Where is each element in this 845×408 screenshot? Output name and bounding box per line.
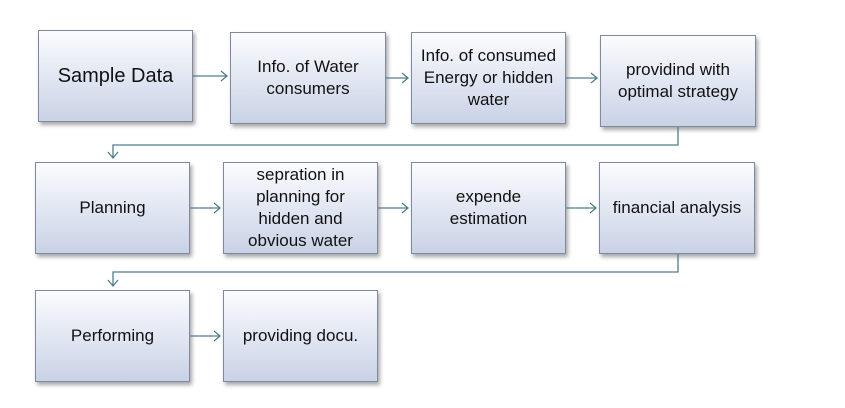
node-optimal-strategy: providind with optimal strategy [600,35,756,127]
arrow-separation-to-expense [378,202,410,214]
node-water-consumers: Info. of Water consumers [230,32,386,124]
node-performing: Performing [35,290,190,382]
node-label: Info. of consumed Energy or hidden water [420,46,557,109]
arrow-financial-to-performing [107,254,679,288]
node-providing-docu: providing docu. [223,290,378,382]
arrow-expense-to-financial [566,202,598,214]
node-label: sepration in planning for hidden and obv… [248,165,353,250]
arrow-energy-to-strategy [566,72,599,84]
arrow-consumers-to-energy [386,72,410,84]
node-financial-analysis: financial analysis [599,162,755,254]
arrow-strategy-to-planning [107,127,679,160]
arrow-planning-to-separation [190,202,222,214]
node-label: Sample Data [57,65,174,87]
arrow-performing-to-docu [190,330,222,342]
node-consumed-energy: Info. of consumed Energy or hidden water [411,32,566,124]
node-expense-estimation: expende estimation [411,162,566,254]
node-label: financial analysis [612,198,742,217]
node-sample-data: Sample Data [38,30,193,122]
node-label: Planning [79,198,146,217]
node-label: providind with optimal strategy [618,60,738,101]
arrow-sample-to-consumers [193,70,229,82]
node-label: providing docu. [242,326,359,345]
node-separation: sepration in planning for hidden and obv… [223,162,378,254]
node-label: Performing [70,326,155,345]
node-label: expende estimation [449,187,528,228]
node-planning: Planning [35,162,190,254]
node-label: Info. of Water consumers [257,57,359,98]
